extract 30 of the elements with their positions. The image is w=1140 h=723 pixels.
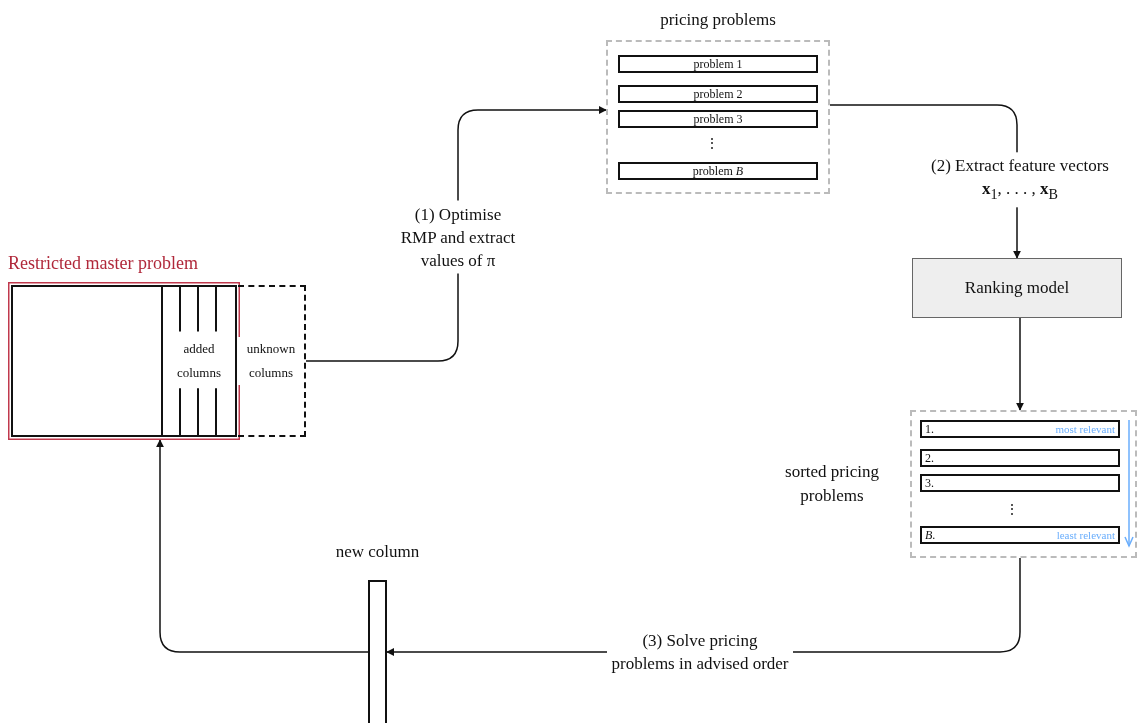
problem-label: 3.	[925, 476, 934, 490]
vertical-ellipsis: ⋮	[705, 136, 719, 152]
problem-label: problem 2	[693, 87, 743, 101]
problem-row	[920, 420, 1120, 438]
problem-label: problem 3	[693, 112, 743, 126]
bar-caption: new column	[335, 542, 420, 562]
model-box	[912, 258, 1122, 318]
problem-label: problem 1	[693, 57, 743, 71]
problem-label: 1.	[925, 422, 934, 436]
problem-row	[618, 110, 818, 128]
problem-row	[618, 55, 818, 73]
relevance-note: least relevant	[1056, 528, 1115, 542]
container-heading: pricing problems	[659, 9, 777, 31]
column-bar	[368, 580, 387, 723]
model-label: Ranking model	[964, 278, 1070, 298]
problem-label: 2.	[925, 451, 934, 465]
container-heading: sorted pricing problems	[784, 461, 880, 507]
problem-row	[618, 85, 818, 103]
problem-row	[920, 526, 1120, 544]
problem-row	[618, 162, 818, 180]
arrow	[156, 439, 369, 653]
problem-row	[920, 474, 1120, 492]
vertical-ellipsis: ⋮	[1005, 502, 1019, 518]
problem-label: B.	[925, 528, 936, 542]
arrow	[1016, 317, 1024, 411]
problem-row	[920, 449, 1120, 467]
problem-label: problem B	[692, 164, 744, 178]
dashed-columns-block	[238, 285, 306, 437]
relevance-note: most relevant	[1055, 422, 1115, 436]
matrix-title: Restricted master problem	[8, 252, 199, 275]
